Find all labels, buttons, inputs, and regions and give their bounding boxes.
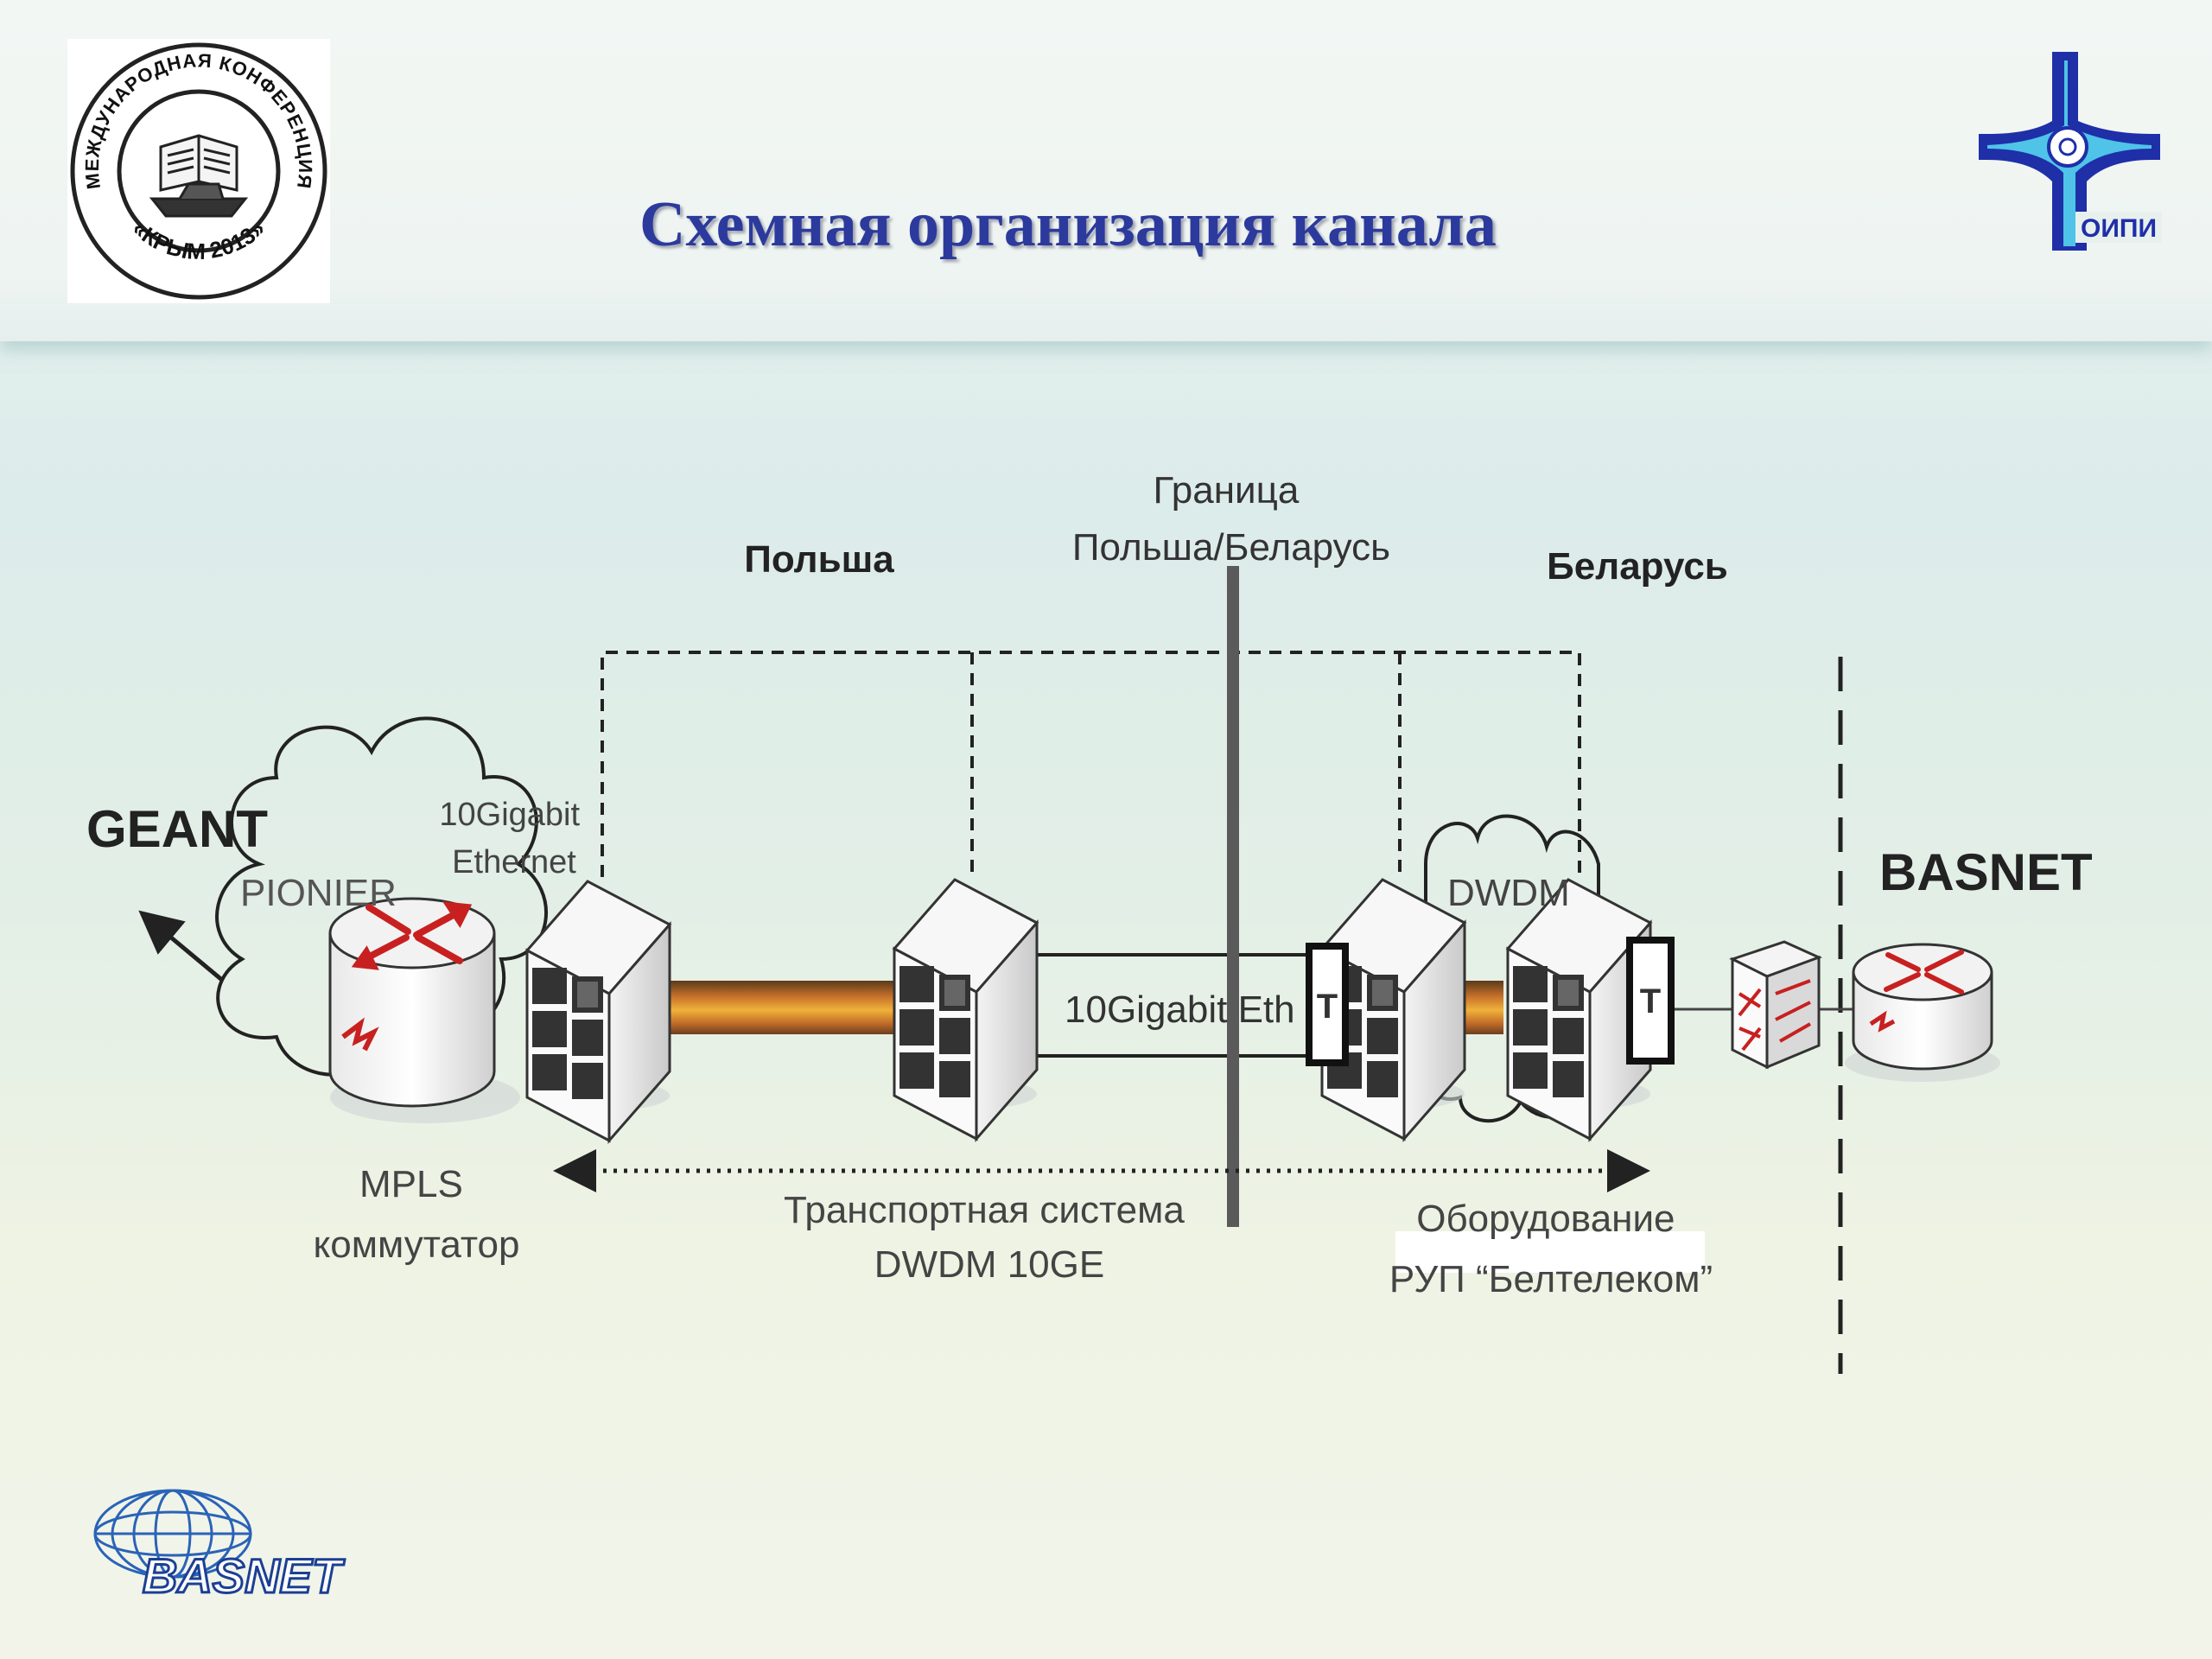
institute-logo-text: ОИПИ xyxy=(2081,214,2157,243)
dwdm-label: DWDM xyxy=(1447,872,1570,914)
mpls-label: MPLS коммутатор xyxy=(314,1163,520,1266)
transport-label-line-1: Транспортная система xyxy=(784,1189,1185,1231)
dwdm-rack-2 xyxy=(893,878,1039,1141)
transport-label: Транспортная система DWDM 10GE xyxy=(784,1189,1195,1286)
belarus-switch-icon xyxy=(1729,940,1822,1070)
equipment-label-line-2: РУП “Белтелеком” xyxy=(1389,1258,1713,1300)
ethernet-link xyxy=(1033,953,1313,1058)
fiber-link-poland xyxy=(665,981,899,1034)
institute-logo: ОИПИ xyxy=(1979,52,2169,251)
ethernet-top-label-line-1: 10Gigabit xyxy=(439,797,580,833)
belarus-label: Беларусь xyxy=(1547,545,1728,588)
border-label: Граница Польша/Беларусь xyxy=(1072,469,1390,569)
transport-label-line-2: DWDM 10GE xyxy=(874,1243,1104,1286)
basnet-label: BASNET xyxy=(1879,843,2093,901)
border-label-line-2: Польша/Беларусь xyxy=(1072,526,1390,569)
mpls-router-icon xyxy=(328,897,520,1123)
pionier-label: PIONIER xyxy=(240,872,397,914)
conference-logo: МЕЖДУНАРОДНАЯ КОНФЕРЕНЦИЯ «КРЫМ 2013» xyxy=(67,39,330,303)
geant-label: GEANT xyxy=(86,800,268,858)
ethernet-top-label: 10Gigabit Ethernet xyxy=(439,797,588,880)
mpls-label-line-1: MPLS xyxy=(359,1163,463,1205)
slide-title: Схемная организация канала xyxy=(639,189,1497,260)
fiber-link-belarus xyxy=(1460,981,1503,1034)
equipment-label-line-1: Оборудование xyxy=(1416,1198,1675,1240)
border-line xyxy=(1227,566,1239,1227)
ethernet-top-label-line-2: Ethernet xyxy=(452,844,576,880)
transponder-1: T xyxy=(1306,943,1349,1066)
link-label: 10Gigabit Eth xyxy=(1065,988,1295,1031)
pionier-cloud xyxy=(215,716,548,1077)
mpls-label-line-2: коммутатор xyxy=(314,1224,520,1266)
equipment-label-box xyxy=(1395,1231,1705,1273)
basnet-router-icon xyxy=(1845,943,2000,1082)
equipment-label: Оборудование РУП “Белтелеком” xyxy=(1389,1198,1713,1300)
basnet-logo: BASNET xyxy=(82,1478,350,1607)
geant-arrow xyxy=(138,910,225,982)
dwdm-rack-1 xyxy=(525,880,671,1142)
poland-label: Польша xyxy=(744,538,894,581)
transponder-2: T xyxy=(1626,937,1675,1065)
management-links xyxy=(601,651,1581,877)
transponder-1-label: T xyxy=(1317,988,1338,1026)
basnet-logo-text: BASNET xyxy=(143,1548,346,1603)
book-ship-icon xyxy=(149,134,249,218)
transponder-2-label: T xyxy=(1640,982,1661,1020)
header-band xyxy=(0,0,2212,341)
border-label-line-1: Граница xyxy=(1153,469,1299,512)
